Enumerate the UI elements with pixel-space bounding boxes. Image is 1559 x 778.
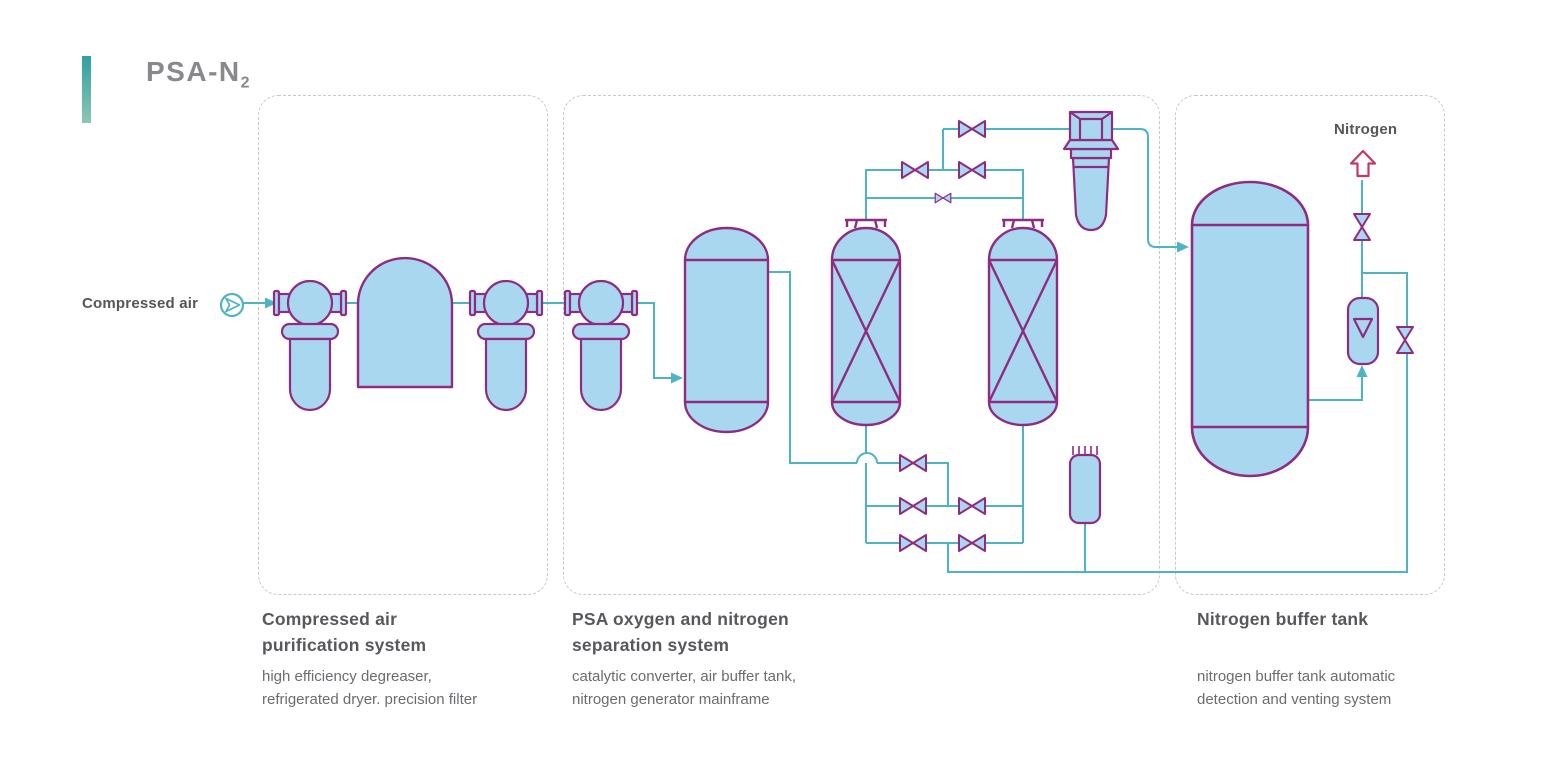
- caption-subtitle-line: nitrogen generator mainframe: [572, 690, 770, 708]
- nitrogen-buffer-tank: [1190, 180, 1310, 478]
- muffler-exhaust-icon: [1072, 446, 1098, 455]
- section-box-purification: [258, 95, 548, 595]
- caption-subtitle-line: refrigerated dryer. precision filter: [262, 690, 478, 708]
- filter-vessel-2: [468, 279, 544, 412]
- inlet-arrow-icon: [265, 297, 277, 309]
- bottom-valve-3-icon: [899, 534, 927, 552]
- page-title: PSA-N2: [146, 56, 251, 93]
- section-box-nitrogen-buffer: [1175, 95, 1445, 595]
- bottom-valve-2-icon: [958, 497, 986, 515]
- caption-subtitle-line: catalytic converter, air buffer tank,: [572, 668, 796, 685]
- flowmeter-inlet-arrow-icon: [1356, 365, 1368, 377]
- caption-title-nitrogen-buffer: Nitrogen buffer tank: [1197, 606, 1497, 632]
- feed-valve-icon: [899, 454, 927, 472]
- vent-valve-icon: [1396, 326, 1414, 354]
- caption-title-line: separation system: [572, 635, 730, 655]
- product-filter: [1062, 110, 1120, 232]
- nitrogen-outlet-arrow-icon: [1349, 149, 1377, 178]
- nitrogen-label: Nitrogen: [1334, 121, 1398, 138]
- filter-vessel-1: [272, 279, 348, 412]
- product-valve-icon: [958, 120, 986, 138]
- page-title-main: PSA-N: [146, 56, 241, 87]
- caption-title-line: Compressed air: [262, 609, 398, 629]
- compressed-air-label: Compressed air: [82, 295, 199, 312]
- pipe-network: [243, 128, 1408, 573]
- top-valve-1-icon: [901, 161, 929, 179]
- psa-tower-2: [987, 218, 1059, 427]
- section-box-psa-separation: [563, 95, 1160, 595]
- bottom-valve-4-icon: [958, 534, 986, 552]
- nitrogen-outlet-valve-icon: [1353, 213, 1371, 241]
- filter-vessel-3: [563, 279, 639, 412]
- caption-subtitle-psa-separation: catalytic converter, air buffer tank, ni…: [572, 666, 892, 711]
- caption-title-line: PSA oxygen and nitrogen: [572, 609, 789, 629]
- muffler: [1068, 446, 1102, 525]
- buffer-inlet-arrow-icon: [671, 372, 683, 384]
- caption-subtitle-line: high efficiency degreaser,: [262, 668, 432, 685]
- caption-title-line: Nitrogen buffer tank: [1197, 609, 1369, 629]
- accent-bar: [82, 56, 91, 123]
- caption-subtitle-line: detection and venting system: [1197, 690, 1392, 708]
- tank-inlet-arrow-icon: [1177, 241, 1189, 253]
- compressor-icon: [219, 292, 245, 318]
- air-buffer-tank: [683, 226, 770, 434]
- pipe-crossing-bridge: [856, 452, 878, 464]
- caption-subtitle-line: nitrogen buffer tank automatic: [1197, 668, 1396, 685]
- caption-title-psa-separation: PSA oxygen and nitrogen separation syste…: [572, 606, 872, 658]
- bottom-valve-1-icon: [899, 497, 927, 515]
- top-valve-2-icon: [958, 161, 986, 179]
- caption-subtitle-nitrogen-buffer: nitrogen buffer tank automatic detection…: [1197, 666, 1517, 711]
- caption-title-line: purification system: [262, 635, 427, 655]
- caption-subtitle-purification: high efficiency degreaser, refrigerated …: [262, 666, 582, 711]
- page-title-subscript: 2: [240, 74, 252, 92]
- refrigerated-dryer: [356, 256, 454, 389]
- psa-tower-1: [830, 218, 902, 427]
- equalization-valve-icon: [934, 192, 952, 204]
- flow-meter: [1346, 296, 1380, 366]
- caption-title-purification: Compressed air purification system: [262, 606, 562, 658]
- flow-arrow-icons: [265, 241, 1368, 384]
